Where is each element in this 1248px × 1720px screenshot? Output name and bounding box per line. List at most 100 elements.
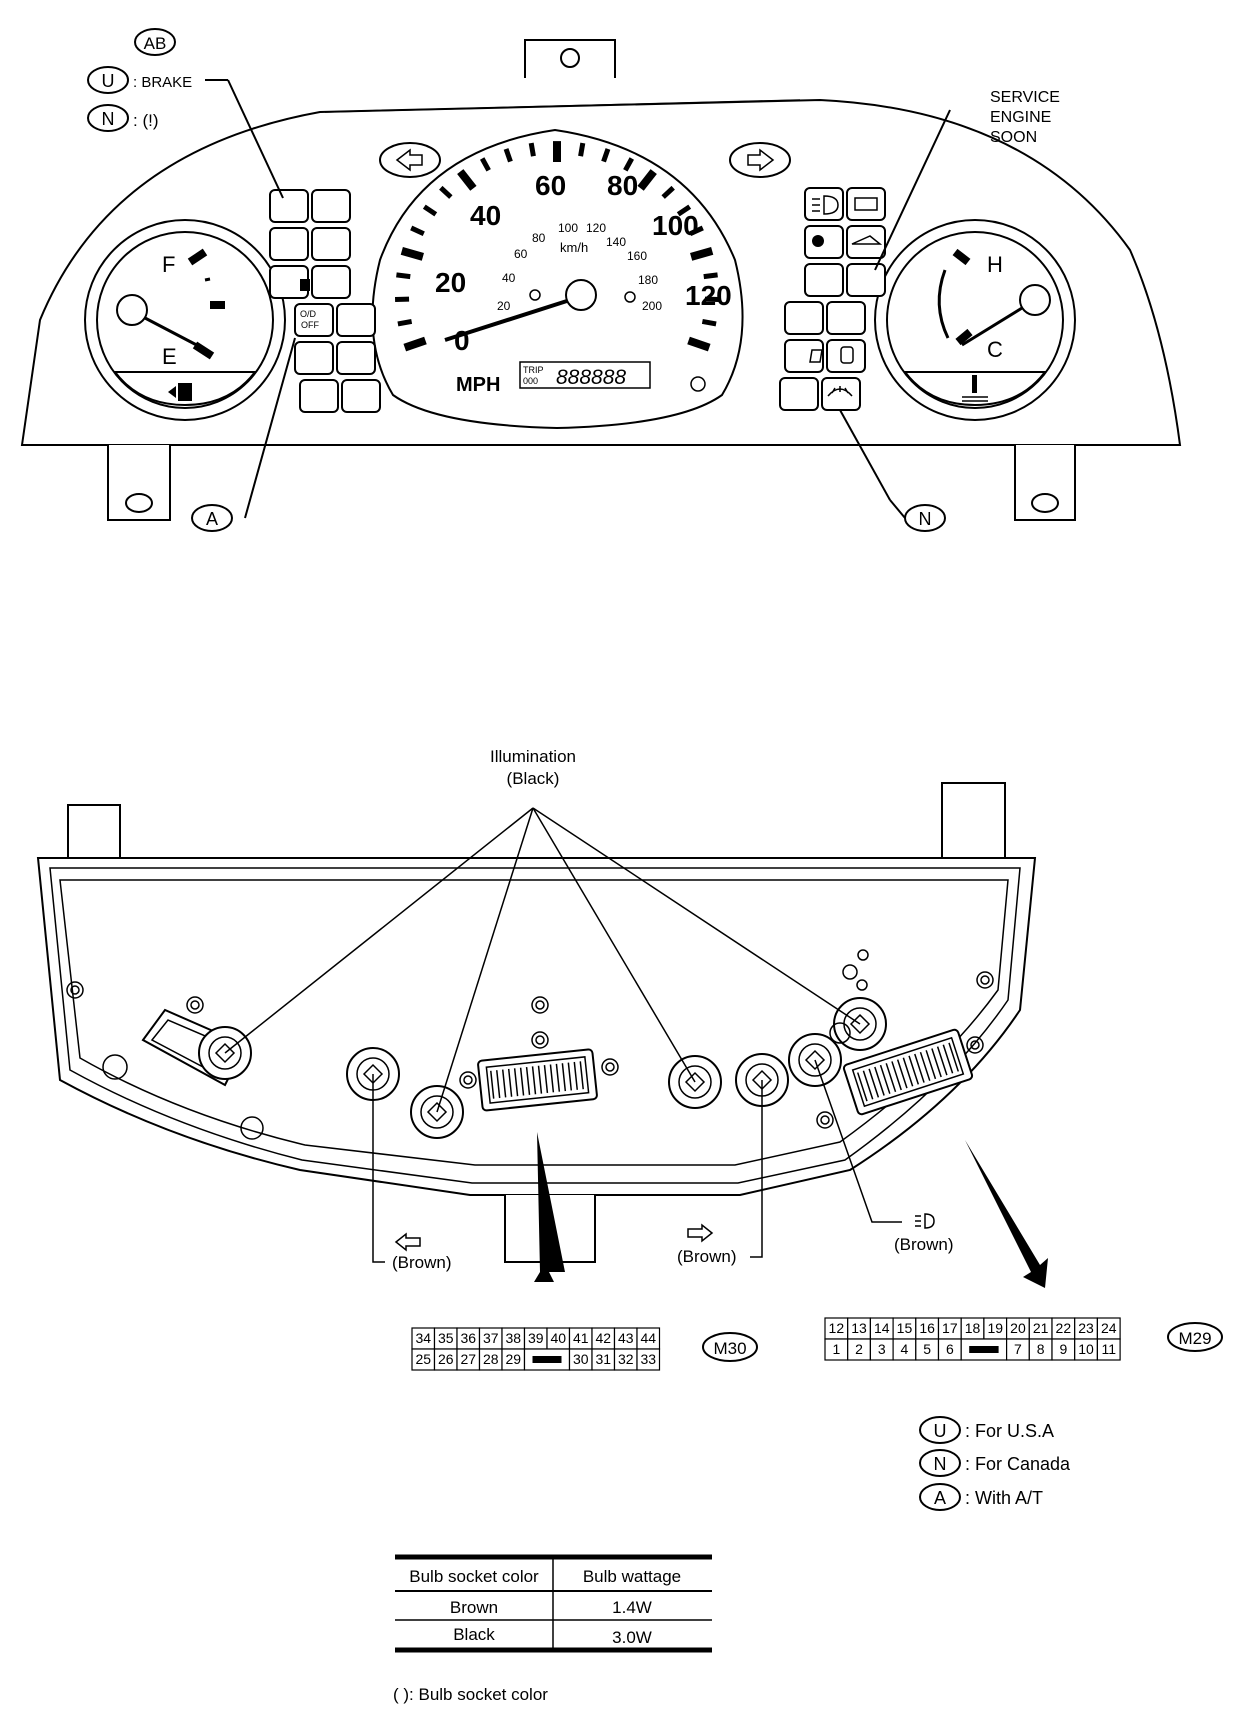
- terminal-number: 7: [1014, 1341, 1022, 1357]
- connector-pin: [525, 1066, 531, 1095]
- table-cell: Brown: [450, 1598, 498, 1617]
- callout-n-bottom: N: [904, 504, 946, 532]
- connector-pin: [908, 1055, 920, 1085]
- temp-hot-label: H: [987, 252, 1003, 277]
- terminal-number: 36: [460, 1330, 476, 1346]
- warning-lamp: [804, 225, 844, 259]
- speedo-tick: [703, 272, 718, 280]
- terminal-number: 16: [919, 1320, 935, 1336]
- terminal-number: 40: [550, 1330, 566, 1346]
- speedo-tick: [403, 336, 427, 352]
- speedo-tick: [400, 247, 424, 261]
- mph-120: 120: [685, 280, 732, 311]
- speedo-tick: [422, 204, 438, 217]
- legend: U : For U.S.A N : For Canada A : With A/…: [919, 1416, 1071, 1511]
- terminal-number: 20: [1010, 1320, 1026, 1336]
- speedo-tick: [503, 148, 513, 163]
- mph-unit: MPH: [456, 374, 500, 396]
- temp-gauge: H C: [874, 219, 1076, 421]
- speedo-tick: [676, 204, 692, 217]
- odometer-readout: 888888: [556, 366, 626, 389]
- terminal-number: 11: [1101, 1341, 1116, 1357]
- connector-pin: [948, 1042, 959, 1072]
- terminal-number: 3: [878, 1341, 886, 1357]
- od-label: O/D: [300, 309, 317, 319]
- illumination-label: Illumination: [490, 747, 576, 766]
- terminal-key: [969, 1346, 999, 1353]
- warning-lamp: [826, 339, 866, 373]
- terminal-number: 15: [897, 1320, 913, 1336]
- connector-pin: [862, 1070, 874, 1100]
- table-header-color: Bulb socket color: [409, 1567, 539, 1586]
- kmh-200: 200: [642, 299, 662, 313]
- connector-pin: [507, 1068, 513, 1097]
- terminal-number: 39: [528, 1330, 544, 1346]
- table-cell: 1.4W: [612, 1598, 652, 1617]
- terminal-number: 28: [483, 1351, 499, 1367]
- speedo-tick: [601, 148, 611, 163]
- svg-text:: For Canada: : For Canada: [965, 1454, 1071, 1474]
- warning-lamp: [821, 377, 861, 411]
- svg-text:M29: M29: [1178, 1329, 1211, 1348]
- bulb-table: Bulb socket color Bulb wattage Brown 1.4…: [395, 1554, 712, 1653]
- mph-60: 60: [535, 170, 566, 201]
- callout-n-warning: N : (!): [87, 104, 159, 132]
- table-cell: 3.0W: [612, 1628, 652, 1647]
- warning-lamp: [779, 377, 819, 411]
- housing-hole: [102, 1054, 128, 1080]
- svg-text:: For U.S.A: : For U.S.A: [965, 1421, 1054, 1441]
- mph-80: 80: [607, 170, 638, 201]
- kmh-120: 120: [586, 221, 606, 235]
- terminal-number: 26: [438, 1351, 454, 1367]
- warning-lamp: [846, 187, 886, 221]
- mounting-screws: [66, 949, 994, 1140]
- brown-left-label: (Brown): [392, 1253, 452, 1272]
- connector-pin: [919, 1051, 931, 1081]
- illumination-color: (Black): [507, 769, 560, 788]
- connector-pin: [543, 1065, 549, 1094]
- terminal-number: 12: [829, 1320, 845, 1336]
- kmh-100: 100: [558, 221, 578, 235]
- connector-pin: [549, 1064, 555, 1093]
- mph-40: 40: [470, 200, 501, 231]
- speedo-tick: [689, 225, 704, 237]
- connector-pin: [925, 1050, 937, 1080]
- battery-icon: [854, 197, 878, 211]
- terminal-number: 38: [505, 1330, 521, 1346]
- terminal-number: 10: [1078, 1341, 1094, 1357]
- connector-pin: [942, 1044, 954, 1074]
- brown-right-label: (Brown): [894, 1235, 954, 1254]
- table-cell: Black: [453, 1625, 495, 1644]
- terminal-number: 19: [987, 1320, 1003, 1336]
- headlight-high-beam-icon: [812, 195, 839, 215]
- speedo-tick: [439, 185, 453, 199]
- service-line-3: SOON: [990, 129, 1037, 146]
- right-warning-lamps: [779, 187, 886, 411]
- speedo-tick: [578, 142, 586, 157]
- svg-text:N: N: [934, 1454, 947, 1474]
- speedometer-ticks: [394, 141, 720, 352]
- connector-pin: [902, 1057, 914, 1087]
- terminal-number: 14: [874, 1320, 890, 1336]
- right-turn-arrow-icon: [687, 1223, 714, 1243]
- warning-lamp: [846, 263, 886, 297]
- connector-pin: [896, 1059, 908, 1089]
- callout-a-bottom: A: [191, 504, 233, 532]
- terminal-number: 8: [1037, 1341, 1045, 1357]
- terminal-number: 18: [965, 1320, 981, 1336]
- terminal-number: 35: [438, 1330, 454, 1346]
- terminal-number: 37: [483, 1330, 499, 1346]
- brake-label: : BRAKE: [133, 74, 192, 91]
- connector-pin: [579, 1061, 584, 1090]
- terminal-number: 41: [573, 1330, 589, 1346]
- terminal-number: 33: [640, 1351, 656, 1367]
- warning-lamp: [341, 379, 381, 413]
- speedo-tick: [687, 336, 711, 352]
- high-beam-indicator-icon: [915, 1213, 935, 1229]
- warning-lamp: [269, 189, 309, 223]
- seatbelt-icon: [809, 349, 823, 363]
- terminal-number: 9: [1059, 1341, 1067, 1357]
- right-turn-signal-icon: [747, 148, 775, 172]
- svg-text:AB: AB: [144, 34, 167, 53]
